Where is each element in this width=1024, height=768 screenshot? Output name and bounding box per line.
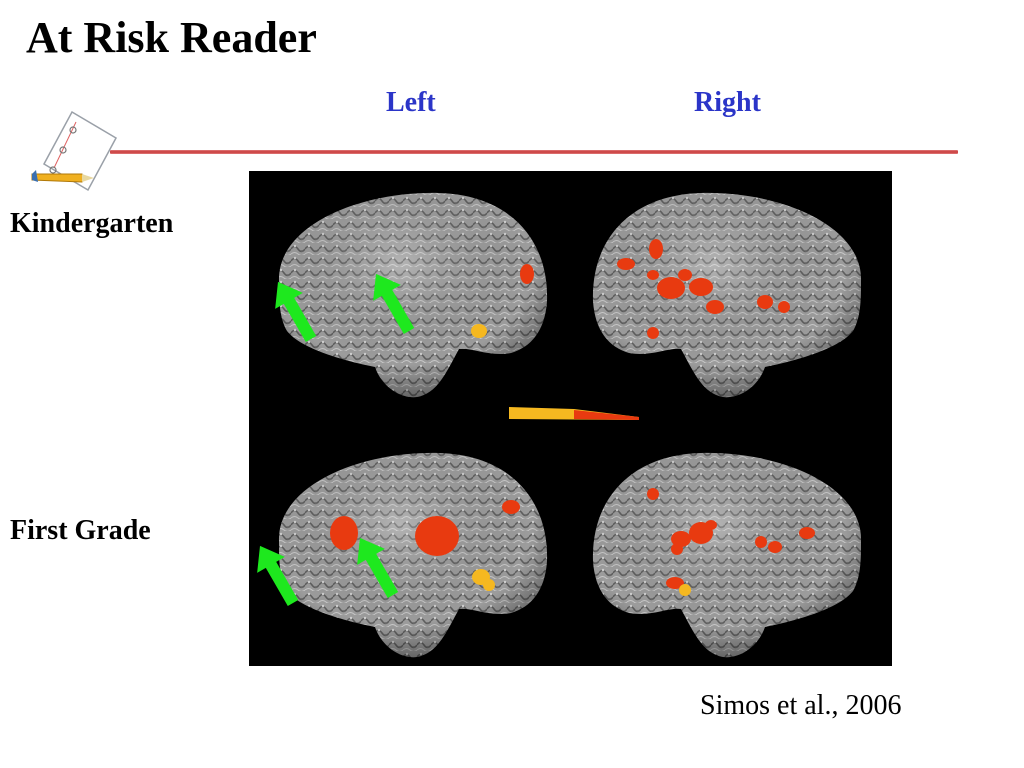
activation-spot	[483, 579, 495, 591]
brain-kindergarten-left	[275, 192, 548, 398]
arrow-green-icon	[373, 273, 415, 334]
activation-spot	[671, 543, 683, 555]
activation-spot	[678, 269, 692, 281]
activation-spot	[679, 584, 691, 596]
arrow-green-icon	[257, 545, 299, 606]
arrow-green-icon	[357, 537, 399, 598]
activation-spot	[799, 527, 815, 539]
color-scale-bar-red	[574, 410, 639, 420]
activation-spot	[502, 500, 520, 514]
brain-activation-figure	[249, 171, 892, 666]
activation-spot	[415, 516, 459, 556]
activation-spot	[666, 577, 684, 589]
column-label-right: Right	[694, 87, 761, 118]
row-label-first-grade: First Grade	[10, 515, 151, 546]
activation-spot	[471, 324, 487, 338]
activation-spot	[647, 270, 659, 280]
activation-spot	[706, 300, 724, 314]
activation-spot	[649, 239, 663, 259]
activation-spot	[657, 277, 685, 299]
activation-spot	[647, 488, 659, 500]
citation: Simos et al., 2006	[700, 690, 902, 721]
activation-spot	[689, 278, 713, 296]
activation-spot	[768, 541, 782, 553]
slide-title: At Risk Reader	[26, 13, 317, 62]
activation-spot	[705, 520, 717, 530]
row-label-kindergarten: Kindergarten	[10, 208, 174, 239]
brain-first-grade-right	[592, 452, 862, 658]
column-label-left: Left	[386, 87, 436, 118]
activation-spot	[520, 264, 534, 284]
arrow-green-icon	[275, 281, 317, 342]
activation-spot	[778, 301, 790, 313]
clipboard-pencil-icon	[28, 108, 120, 201]
brain-kindergarten-right	[592, 192, 862, 398]
activation-spot	[617, 258, 635, 270]
activation-spot	[330, 516, 358, 550]
brain-first-grade-left	[257, 452, 548, 658]
activation-spot	[757, 295, 773, 309]
activation-spot	[671, 531, 691, 547]
header-rule	[110, 150, 958, 154]
activation-spot	[647, 327, 659, 339]
activation-spot	[755, 536, 767, 548]
